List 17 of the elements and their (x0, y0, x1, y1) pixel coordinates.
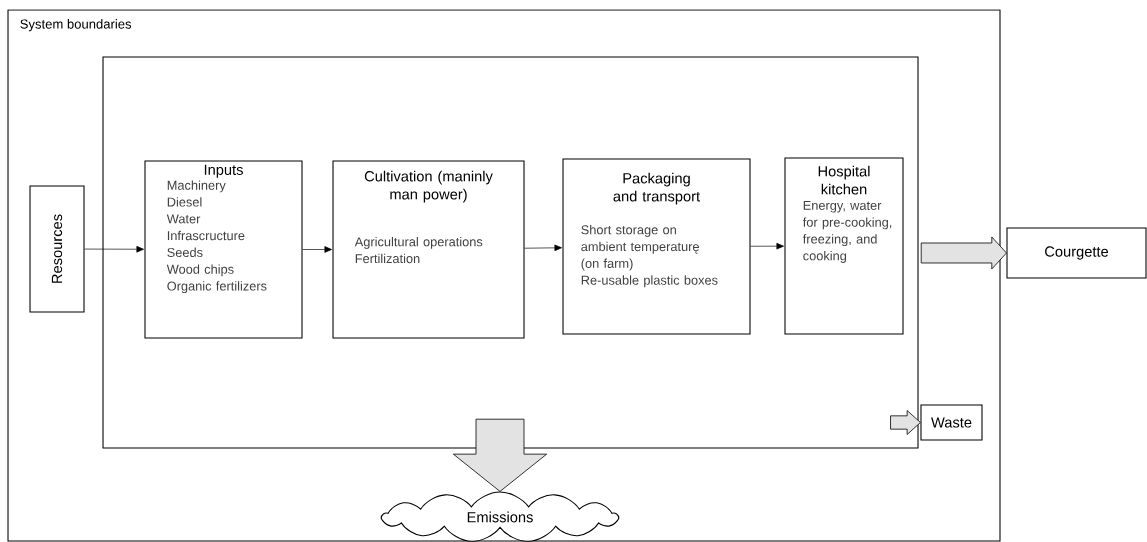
arrow (84, 245, 144, 253)
resource-box: Resources (29, 185, 85, 313)
block-arrow (452, 418, 548, 492)
node-label: Emissions (467, 511, 533, 523)
system-box (102, 56, 919, 449)
arrow (524, 244, 562, 252)
block-arrow (890, 410, 921, 435)
process-box: Cultivation (maninly man power) Agricultural operations Fertilization (332, 160, 525, 339)
output-box: Courgette (1006, 227, 1147, 279)
output-box: Waste (920, 404, 983, 441)
arrow (302, 246, 332, 253)
process-box: Packaging and transport Short storage on ambient temperaturę (on farm) Re-usable plastic boxes (562, 158, 751, 335)
process-box: Hospital kitchen Energy, water for pre-cooking, freezing, and cooking (784, 157, 904, 335)
block-arrow (920, 236, 1007, 270)
arrow (750, 242, 784, 250)
emission-cloud: Emissions (380, 491, 620, 542)
process-box: Inputs Machinery Diesel Water Infrascructure Seeds Wood chips Organic fertilizers (144, 160, 303, 339)
